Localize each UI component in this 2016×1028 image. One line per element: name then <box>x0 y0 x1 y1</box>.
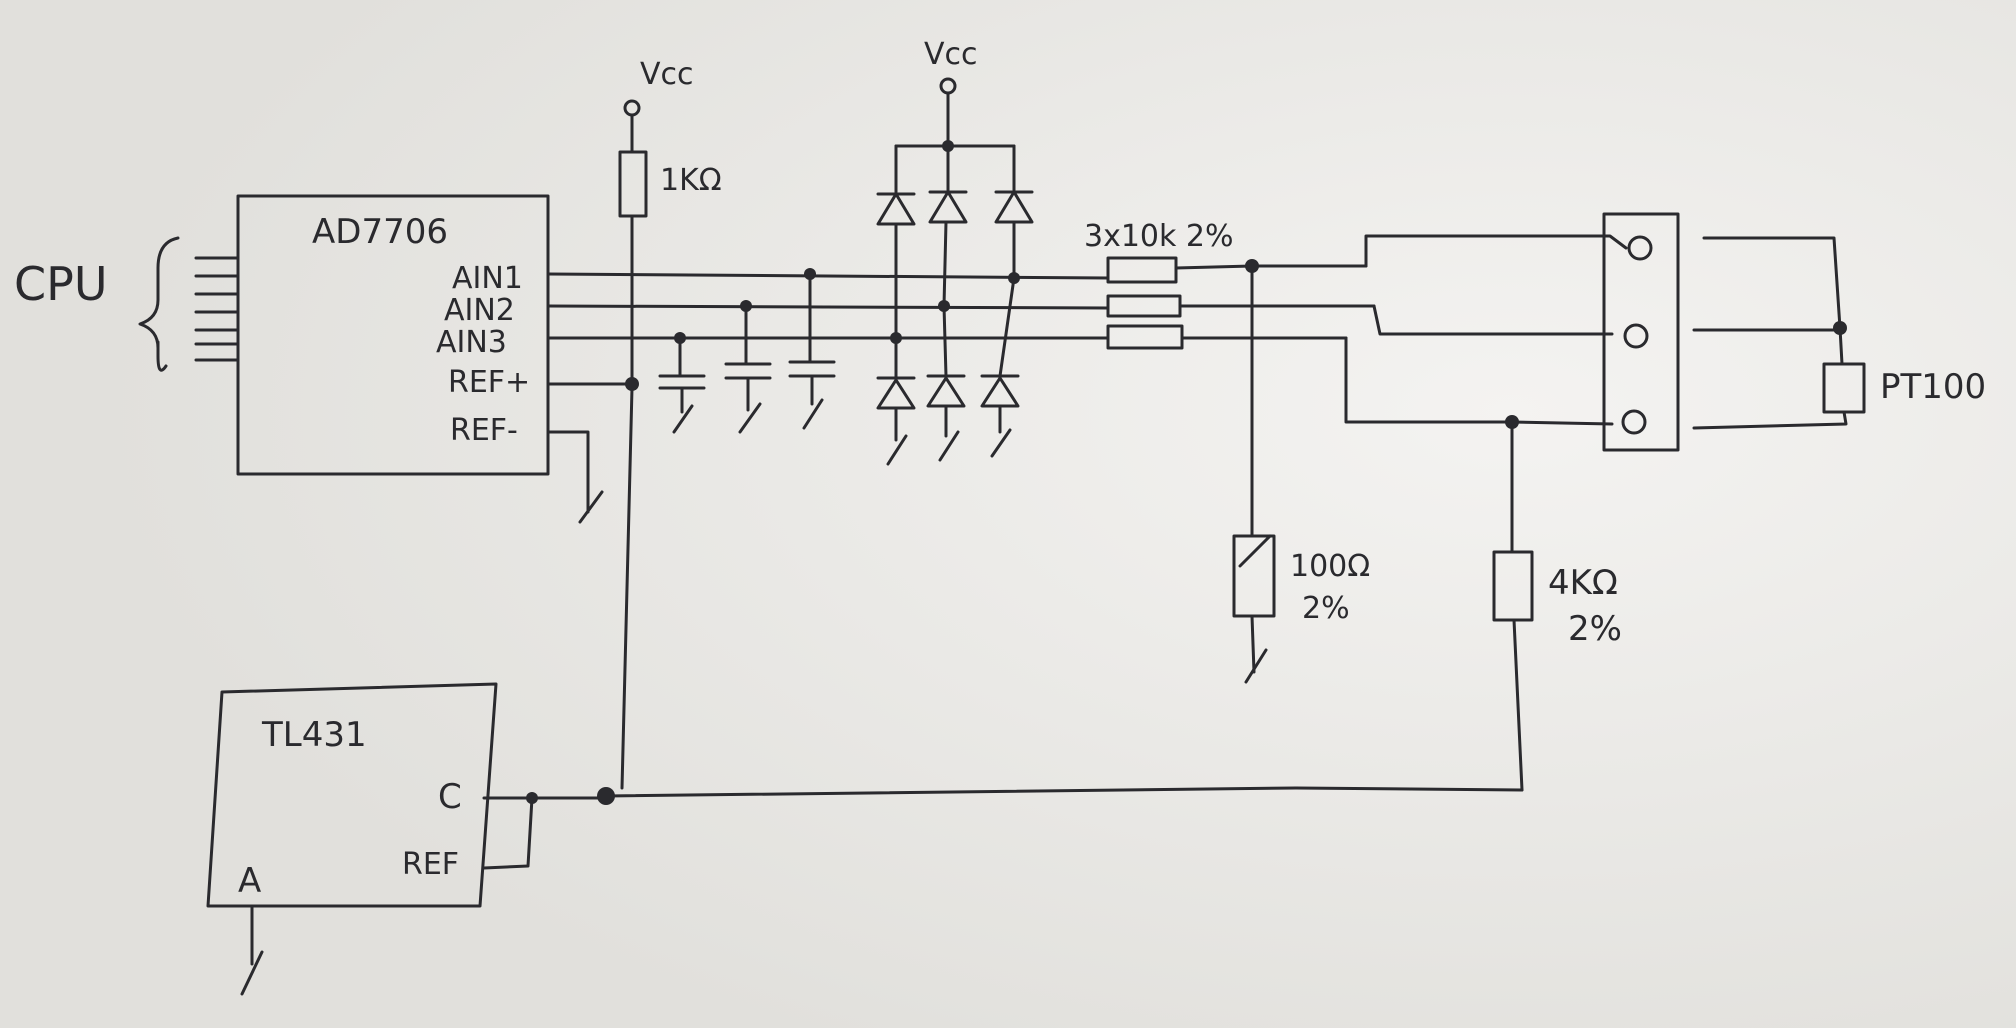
adc-chip: AD7706 AIN1 AIN2 AIN3 REF+ REF- <box>236 194 550 476</box>
ref-minus-wire <box>546 430 590 514</box>
ground-icon <box>240 950 264 996</box>
terminal-screw-1 <box>1627 235 1653 261</box>
capacitor-1 <box>658 332 706 434</box>
capacitor-3 <box>788 268 836 430</box>
tl431-label: TL431 <box>261 715 367 755</box>
resistor-4k-tolerance: 2% <box>1568 609 1622 649</box>
resistor-4k-value: 4KΩ <box>1548 563 1618 603</box>
ref-plus-pin-label: REF+ <box>448 365 530 400</box>
ground-icon <box>578 490 604 524</box>
cpu-bus-lines <box>194 256 240 362</box>
resistor-100-tolerance: 2% <box>1302 591 1350 626</box>
tl431-pin-c: C <box>438 777 462 817</box>
ain1-pin-label: AIN1 <box>452 261 523 296</box>
tl431-pin-a: A <box>238 861 261 901</box>
resistor-100-value: 100Ω <box>1290 549 1370 584</box>
terminal-screw-2 <box>1623 323 1649 349</box>
resistor-1k-label: 1KΩ <box>660 163 722 198</box>
r100-wire-bottom <box>1250 614 1256 674</box>
adc-label: AD7706 <box>312 212 448 252</box>
resistor-100-mark <box>1238 534 1272 568</box>
terminal-wires <box>1174 234 1628 429</box>
diodes-lower <box>876 276 1020 466</box>
vcc-right-terminal: Vcc <box>894 37 1016 152</box>
vcc-left-terminal: Vcc <box>623 57 694 154</box>
ground-icon <box>1244 648 1268 684</box>
ain3-pin-label: AIN3 <box>436 325 507 360</box>
vcc-right-label: Vcc <box>924 37 978 72</box>
pt100-sensor: PT100 <box>1692 236 1986 430</box>
series-resistors-label: 3x10k 2% <box>1084 219 1234 254</box>
cpu-label: CPU <box>14 257 108 311</box>
vcc-left-label: Vcc <box>640 57 694 92</box>
ref-minus-pin-label: REF- <box>450 413 518 448</box>
terminal-screw-3 <box>1621 409 1647 435</box>
tl431-cathode-wires <box>482 786 1524 870</box>
diodes-upper <box>876 144 1034 340</box>
capacitor-2 <box>724 300 772 434</box>
ref-wire-down <box>620 386 634 790</box>
r4k-wire-bottom <box>1512 618 1524 792</box>
resistor-100 <box>1232 534 1276 618</box>
tl431-chip: TL431 C REF A <box>206 682 498 908</box>
tl431-pin-ref: REF <box>402 847 459 882</box>
ain2-pin-label: AIN2 <box>444 293 515 328</box>
pt100-label: PT100 <box>1880 367 1986 407</box>
cpu-brace <box>138 236 180 372</box>
terminal-block <box>1602 212 1680 452</box>
junction-dot <box>625 377 639 391</box>
